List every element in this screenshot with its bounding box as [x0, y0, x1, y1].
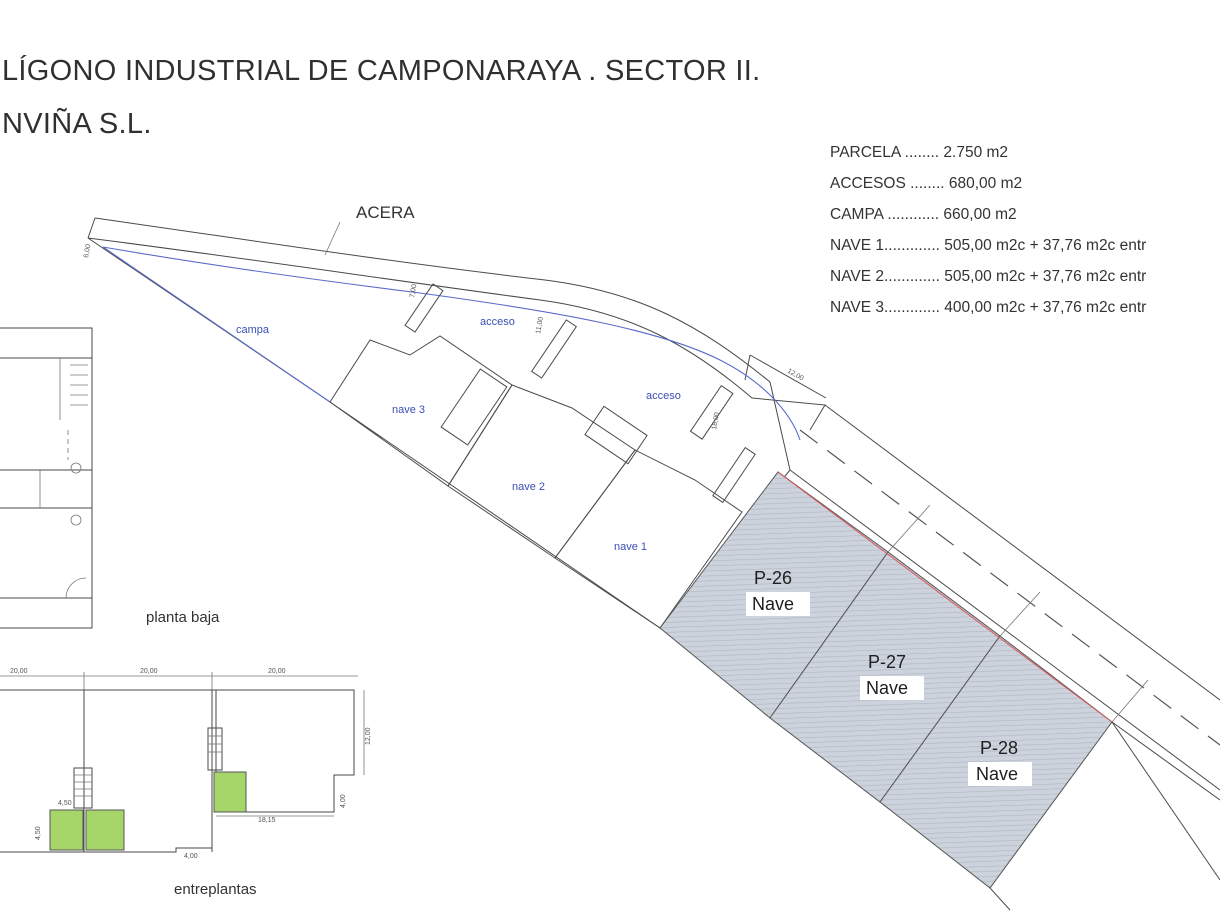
mezz-dim-top-1: 20,00: [10, 668, 28, 675]
area-accesos: ACCESOS ........ 680,00 m2: [830, 175, 1023, 192]
ground-floor-plan: planta baja: [0, 327, 220, 629]
plan-title-line-1: LÍGONO INDUSTRIAL DE CAMPONARAYA . SECTO…: [2, 55, 761, 87]
mezzanine-plan: 20,00 20,00 20,00 12,00 4,00 18,15 4,50 …: [0, 668, 372, 898]
neighbor-plots: P-26 Nave P-27 Nave P-28 Nave: [659, 471, 1113, 889]
plot-p27-use: Nave: [866, 678, 908, 698]
campa-label: campa: [236, 324, 270, 336]
plan-title-line-2: NVIÑA S.L.: [2, 108, 152, 140]
area-nave-3: NAVE 3............. 400,00 m2c + 37,76 m…: [830, 299, 1147, 316]
mezz-dim-top-3: 20,00: [268, 668, 286, 675]
mezzanine-area-2: [85, 809, 125, 851]
acceso-label-1: acceso: [480, 316, 515, 328]
acceso-label-2: acceso: [646, 390, 681, 402]
building-nave-1: nave 1: [554, 385, 756, 629]
dim-d5: 18,00: [711, 412, 721, 431]
mezzanine-area-1: [49, 809, 84, 851]
nave-1-label: nave 1: [614, 541, 647, 553]
dim-acera-width: 6,00: [83, 244, 92, 259]
mezz-dim-right: 12,00: [365, 727, 372, 745]
mezz-dim-small-1: 4,50: [58, 800, 72, 807]
mezz-dim-bottom: 4,00: [184, 853, 198, 860]
plot-p26-code: P-26: [754, 568, 792, 588]
ground-floor-caption: planta baja: [146, 609, 220, 626]
building-nave-3: nave 3: [329, 283, 513, 487]
mezzanine-caption: entreplantas: [174, 881, 257, 898]
area-nave-2: NAVE 2............. 505,00 m2c + 37,76 m…: [830, 268, 1147, 285]
campa-west-line: [102, 246, 331, 403]
nave-2-label: nave 2: [512, 481, 545, 493]
mezz-dim-inner: 18,15: [258, 817, 276, 824]
mezz-dim-step: 4,00: [340, 794, 347, 808]
dim-d3: 11,00: [535, 316, 545, 334]
plot-p26-use: Nave: [752, 594, 794, 614]
plot-p28-code: P-28: [980, 738, 1018, 758]
area-campa: CAMPA ............ 660,00 m2: [830, 206, 1017, 223]
area-parcela: PARCELA ........ 2.750 m2: [830, 144, 1009, 161]
area-summary-list: PARCELA ........ 2.750 m2 ACCESOS ......…: [830, 143, 1146, 329]
dim-d2: 7,00: [409, 284, 418, 299]
campa-boundary-line: [102, 246, 801, 441]
plot-p28-use: Nave: [976, 764, 1018, 784]
mezzanine-area-3: [213, 771, 247, 813]
acera-label: ACERA: [356, 203, 415, 222]
area-nave-1: NAVE 1............. 505,00 m2c + 37,76 m…: [830, 237, 1147, 254]
mezz-dim-top-2: 20,00: [140, 668, 158, 675]
sidewalk-acera: ACERA 6,00: [83, 203, 771, 399]
plot-p27-code: P-27: [868, 652, 906, 672]
road: [789, 404, 1220, 911]
nave-3-label: nave 3: [392, 404, 425, 416]
building-nave-2: nave 2: [447, 319, 648, 559]
mezz-dim-small-2: 4,50: [35, 826, 42, 840]
